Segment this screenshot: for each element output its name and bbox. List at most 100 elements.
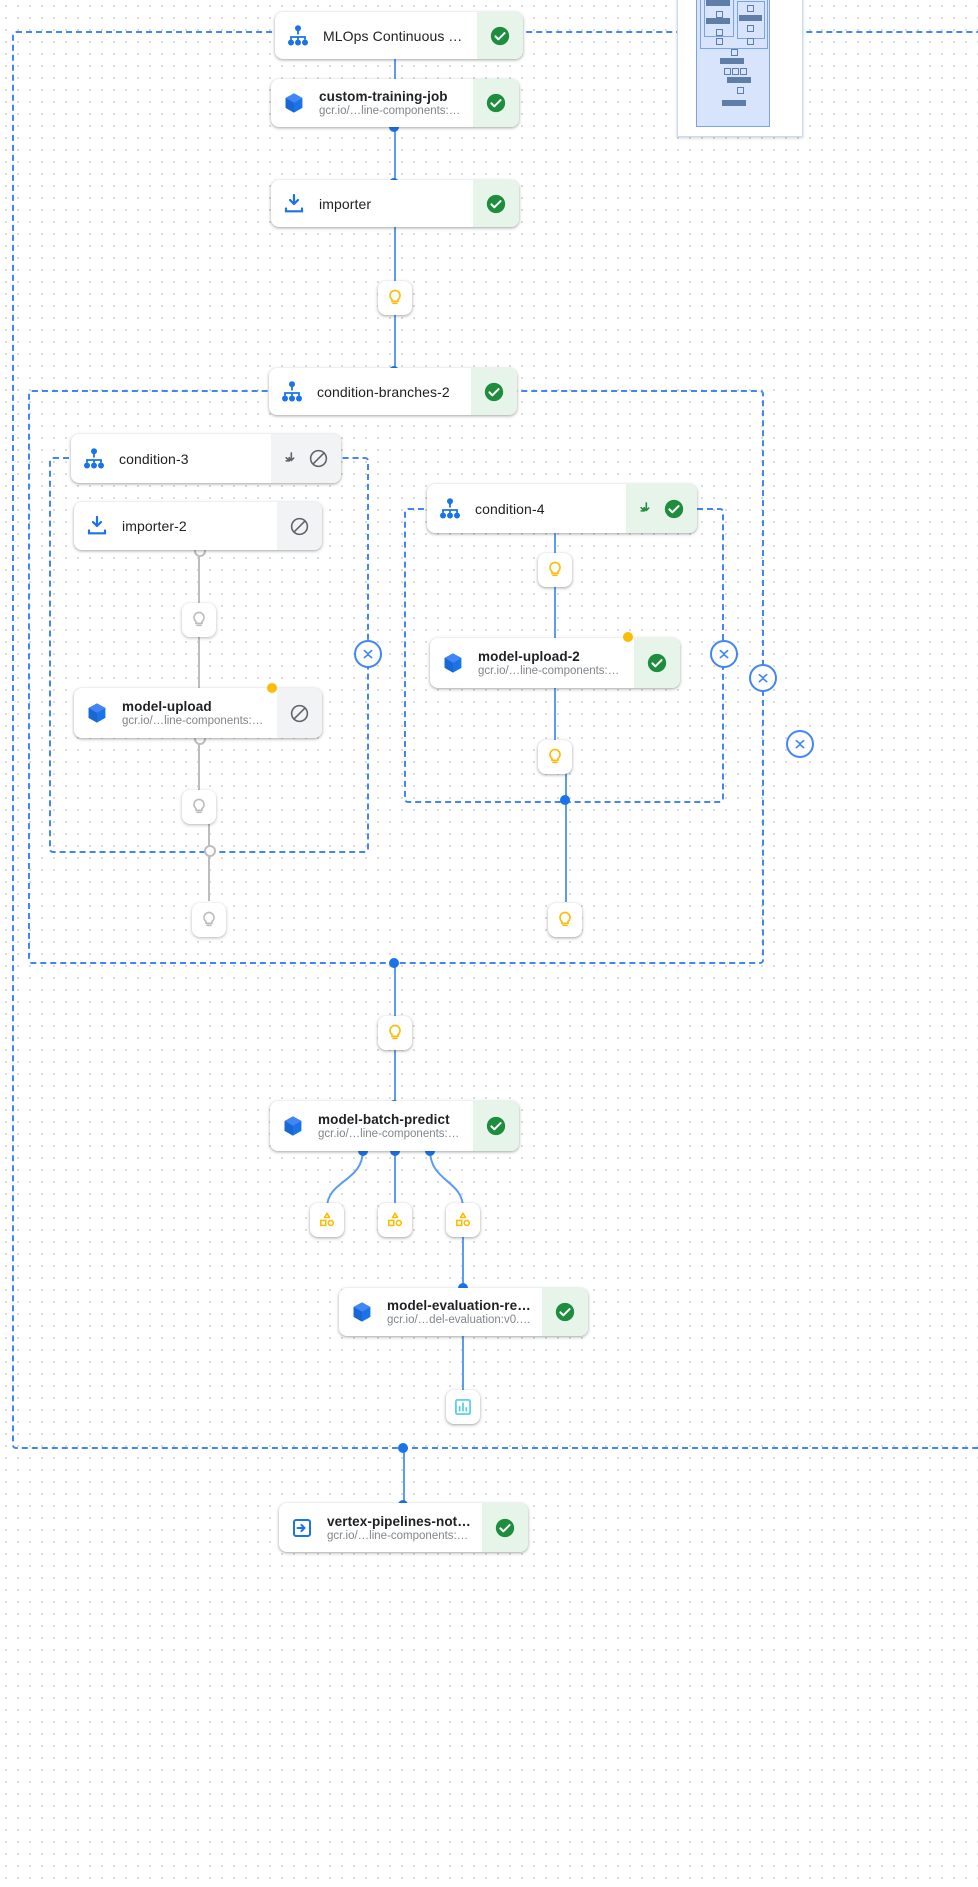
node-model-upload[interactable]: model-upload gcr.io/…line-components:2.6… [74,688,322,738]
node-condition-branches-2[interactable]: condition-branches-2 [269,368,517,415]
pipeline-hierarchy-icon [269,368,315,415]
minimap-node [740,68,747,75]
chip-parameter[interactable] [548,903,582,937]
pipeline-hierarchy-icon [71,434,117,483]
minimap-node [716,38,723,45]
edge-importer2-to-param [198,550,200,610]
node-model-evaluation-regression[interactable]: model-evaluation-regres… gcr.io/…del-eva… [339,1288,588,1336]
chip-parameter[interactable] [538,740,572,774]
node-vertex-pipelines-notification[interactable]: vertex-pipelines-notificat… gcr.io/…line… [279,1503,528,1552]
node-condition-4[interactable]: condition-4 [427,484,697,533]
node-subtitle: gcr.io/…line-components:2.6.0 [327,1529,472,1542]
node-condition-3[interactable]: condition-3 [71,434,341,483]
chip-artifact[interactable] [446,1203,480,1237]
edge-param-to-modelupload2 [554,586,556,638]
edge-modelupload2-to-param [554,688,556,740]
minimap-node [747,5,754,12]
chip-parameter[interactable] [192,903,226,937]
chip-parameter[interactable] [182,603,216,637]
node-title: importer-2 [122,518,187,534]
lightbulb-icon [549,561,561,577]
chip-parameter[interactable] [182,790,216,824]
graph-minimap[interactable] [677,0,803,137]
port-rootgroup-out [398,1443,408,1453]
edge-training-to-importer [394,124,396,184]
status-badge [542,1288,588,1336]
chip-artifact[interactable] [378,1203,412,1237]
edge-param-to-batchpredict [394,1050,396,1106]
node-text: model-upload-2 gcr.io/…line-components:2… [476,638,634,688]
minimap-node [716,11,723,18]
collapse-button-condition-4[interactable] [710,640,738,668]
lightbulb-icon [549,748,561,764]
check-circle-icon [647,653,667,673]
node-title: MLOps Continuous Traini… [323,27,467,44]
node-title: custom-training-job [319,89,448,104]
edge-condbranches-to-param [394,963,396,1018]
chip-parameter[interactable] [378,1016,412,1050]
chip-artifact[interactable] [310,1203,344,1237]
node-mlops-continuous-training[interactable]: MLOps Continuous Traini… [275,12,523,59]
lightbulb-icon [203,911,215,927]
node-text: condition-branches-2 [315,368,471,415]
node-title: condition-branches-2 [317,383,450,400]
node-title: model-upload-2 [478,649,580,664]
chevrons-collapse-icon [363,649,373,659]
edge-param-to-condbranches [394,312,396,372]
chevrons-collapse-icon [758,673,768,683]
chip-parameter[interactable] [538,553,572,587]
edge-eval-to-metrics [462,1336,464,1391]
container-cube-icon [271,79,317,127]
node-text: vertex-pipelines-notificat… gcr.io/…line… [325,1503,482,1552]
minimap-node [732,68,739,75]
port-model-upload-2-artifact [623,632,633,642]
lightbulb-icon [389,1024,401,1040]
branch-arrows-icon [285,452,295,462]
node-subtitle: gcr.io/…line-components:2.6.0 [318,1128,463,1140]
minimap-node [716,29,723,36]
node-text: model-batch-predict gcr.io/…line-compone… [316,1101,473,1151]
status-badge [634,638,680,688]
minimap-node [727,77,751,83]
check-circle-icon [486,1116,506,1136]
node-title: model-upload [122,699,212,714]
edge-importer-to-param [394,226,396,286]
blocked-circle-slash-icon [290,517,309,535]
node-title: condition-4 [475,500,545,517]
blocked-circle-slash-icon [290,704,309,722]
status-badge [473,79,519,127]
lightbulb-icon [193,611,205,627]
chip-metrics[interactable] [446,1390,480,1424]
edge-artifact3-to-eval [462,1237,464,1289]
node-model-upload-2[interactable]: model-upload-2 gcr.io/…line-components:2… [430,638,680,688]
metrics-bar-chart-icon [455,1399,471,1415]
node-importer-2[interactable]: importer-2 [74,502,322,550]
status-badge [277,502,322,550]
lightbulb-icon [559,911,571,927]
node-subtitle: gcr.io/…line-components:2.6.0 [478,665,624,677]
status-badge [477,12,523,59]
port-condbranches-out [389,958,399,968]
node-title: vertex-pipelines-notificat… [327,1513,472,1529]
node-custom-training-job[interactable]: custom-training-job gcr.io/…line-compone… [271,79,519,127]
node-subtitle: gcr.io/…line-components:2.6.0 [319,105,463,117]
node-title: model-evaluation-regres… [387,1298,532,1313]
collapse-button-condition-branches-2[interactable] [749,664,777,692]
port-cond3-exit [204,845,216,857]
collapse-button-condition-3[interactable] [354,640,382,668]
node-subtitle: gcr.io/…del-evaluation:v0.9.3 [387,1314,532,1326]
node-importer[interactable]: importer [271,180,519,227]
node-title: model-batch-predict [318,1112,450,1127]
status-badge [271,434,341,483]
chip-parameter[interactable] [378,281,412,315]
check-circle-icon [664,499,684,518]
pipeline-hierarchy-icon [275,12,321,59]
node-text: importer-2 [120,502,277,550]
edge-param2-to-param3 [208,823,210,901]
collapse-button-root-pipeline[interactable] [786,730,814,758]
node-model-batch-predict[interactable]: model-batch-predict gcr.io/…line-compone… [270,1101,519,1151]
node-text: MLOps Continuous Traini… [321,12,477,59]
status-badge [473,1101,519,1151]
artifact-shapes-icon [455,1212,471,1227]
